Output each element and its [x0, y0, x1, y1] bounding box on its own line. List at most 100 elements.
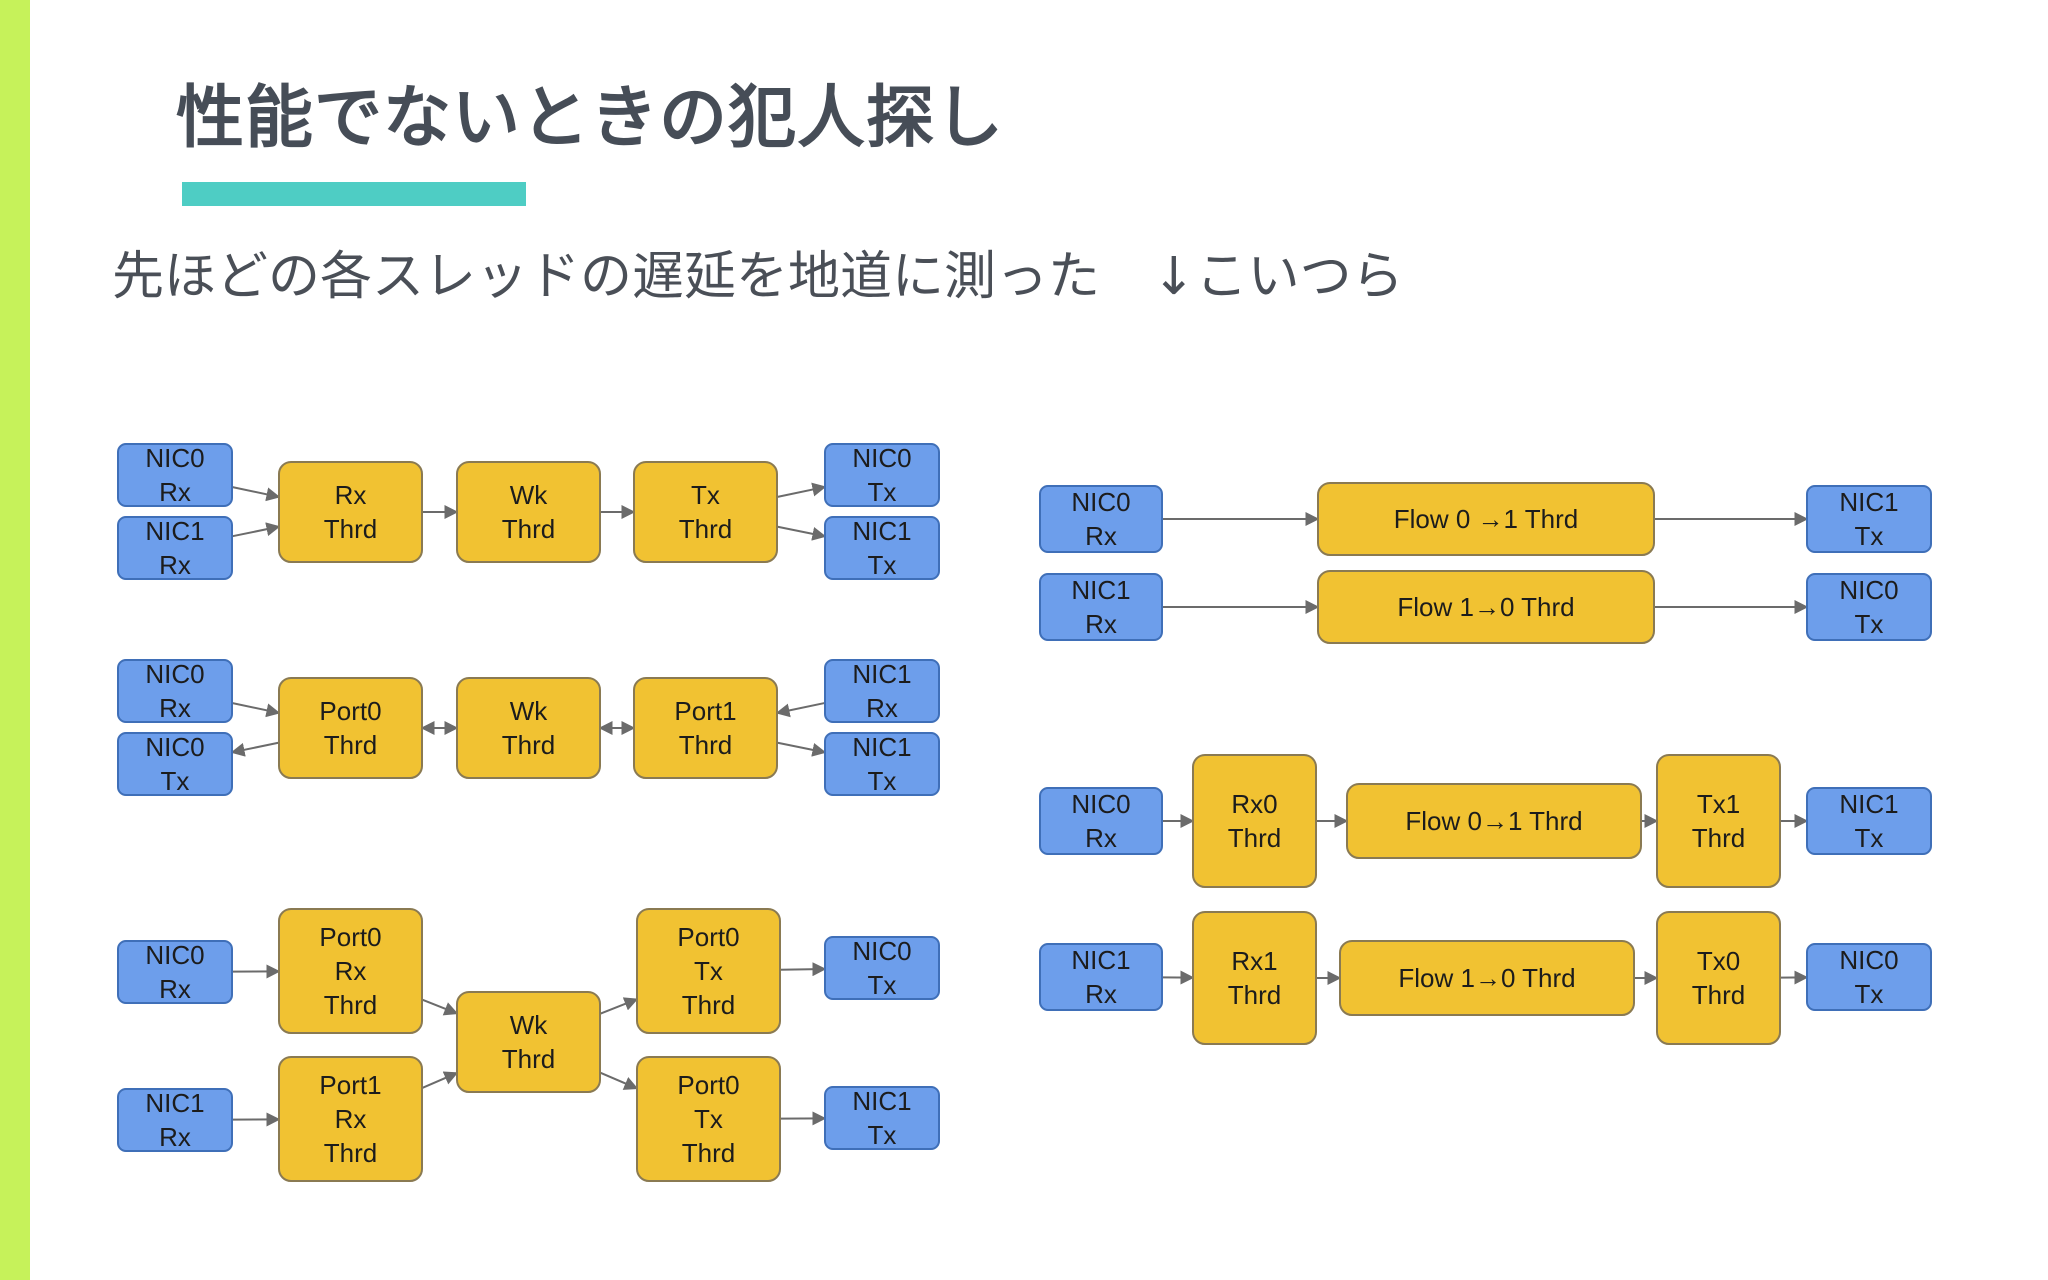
node-label: NIC1: [1071, 575, 1130, 605]
node-shape: [278, 1056, 423, 1182]
node-shape: [1806, 787, 1932, 855]
node-label: Thrd: [324, 730, 377, 760]
edge-c_p0rx-to-c_wk: [421, 998, 459, 1016]
node-label: Tx: [694, 1104, 723, 1134]
node-shape: [456, 677, 601, 779]
node-label: Flow 1→0 Thrd: [1398, 963, 1575, 993]
node-shape: [824, 443, 940, 507]
node-label: NIC1: [1071, 945, 1130, 975]
edge-a_tx-to-a_nic1tx: [776, 525, 827, 541]
thread-box-e-flow01: Flow 0→1 Thrd: [1346, 783, 1642, 859]
node-shape: [824, 516, 940, 580]
node-label: Rx: [1085, 823, 1117, 853]
slide-subtitle: 先ほどの各スレッドの遅延を地道に測った ↓こいつら: [112, 247, 1404, 307]
node-label: NIC0: [1839, 575, 1898, 605]
node-label: NIC1: [1839, 789, 1898, 819]
node-label: Thrd: [324, 990, 377, 1020]
node-label: Thrd: [502, 730, 555, 760]
slide-title: 性能でないときの犯人探し: [176, 79, 1005, 158]
node-label: NIC1: [852, 659, 911, 689]
thread-box-e-flow10: Flow 1→0 Thrd: [1339, 940, 1635, 1016]
node-label: Tx: [868, 1120, 897, 1150]
node-label: Tx0: [1697, 946, 1740, 976]
node-label: NIC0: [852, 443, 911, 473]
node-shape: [278, 461, 423, 563]
node-label: NIC1: [852, 516, 911, 546]
node-shape: [1039, 573, 1163, 641]
node-label: NIC0: [1071, 487, 1130, 517]
node-label: Flow 1→0 Thrd: [1397, 592, 1574, 622]
node-shape: [278, 908, 423, 1034]
node-shape: [456, 461, 601, 563]
edge-c_wk-to-c_p0tx_a: [599, 997, 639, 1015]
node-label: Thrd: [502, 514, 555, 544]
node-label: Tx: [1855, 979, 1884, 1009]
node-label: Rx: [159, 477, 191, 507]
node-label: Port1: [319, 1070, 381, 1100]
node-label: Tx: [868, 970, 897, 1000]
node-shape: [636, 908, 781, 1034]
node-label: NIC0: [145, 443, 204, 473]
node-shape: [117, 443, 233, 507]
node-shape: [636, 1056, 781, 1182]
node-shape: [824, 936, 940, 1000]
node-label: Rx: [1085, 979, 1117, 1009]
node-label: Thrd: [682, 1138, 735, 1168]
node-label: Thrd: [1228, 980, 1281, 1010]
node-shape: [1192, 911, 1317, 1045]
node-label: Rx: [159, 693, 191, 723]
node-shape: [824, 1086, 940, 1150]
node-label: Wk: [510, 696, 549, 726]
node-shape: [117, 940, 233, 1004]
node-label: Port0: [677, 1070, 739, 1100]
edge-a_nic0rx-to-a_rx: [231, 486, 281, 502]
node-shape: [117, 1088, 233, 1152]
node-label: NIC1: [1839, 487, 1898, 517]
node-shape: [1806, 485, 1932, 553]
edge-b_nic1rx-to-b_port1: [775, 701, 826, 718]
node-label: Tx: [868, 766, 897, 796]
node-shape: [1806, 943, 1932, 1011]
node-label: Tx: [868, 477, 897, 507]
node-label: Port1: [674, 696, 736, 726]
node-label: NIC1: [145, 516, 204, 546]
diagram-edges: [230, 482, 1809, 1127]
node-shape: [1317, 482, 1655, 556]
edge-c_wk-to-c_p0tx_b: [599, 1071, 639, 1090]
node-label: Rx: [159, 550, 191, 580]
node-shape: [117, 659, 233, 723]
title-underline: [182, 182, 526, 206]
node-label: NIC0: [145, 940, 204, 970]
node-label: Tx: [868, 550, 897, 580]
node-shape: [1192, 754, 1317, 888]
node-shape: [456, 991, 601, 1093]
node-label: Tx1: [1697, 789, 1740, 819]
node-label: Port0: [677, 922, 739, 952]
node-label: Rx: [1085, 609, 1117, 639]
edge-b_port0-to-b_nic0tx: [230, 741, 280, 757]
node-label: Thrd: [679, 514, 732, 544]
node-label: Thrd: [324, 514, 377, 544]
node-label: Rx0: [1231, 789, 1277, 819]
node-label: Wk: [510, 1010, 549, 1040]
node-label: NIC1: [145, 1088, 204, 1118]
